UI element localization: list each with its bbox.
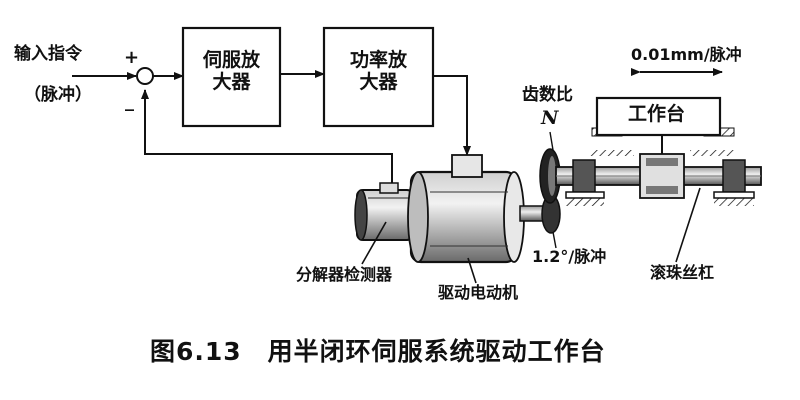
gear-ratio-leader (549, 131, 554, 151)
power-to-motor-line (433, 75, 471, 156)
drive-motor (407, 154, 549, 264)
step-angle-label: 1.2°/脉冲 (532, 247, 607, 266)
motor-label: 驱动电动机 (438, 283, 519, 302)
input-label: 输入指令 (14, 44, 82, 64)
ball-screw-label: 滚珠丝杠 (650, 263, 715, 282)
resolution-label: 0.01mm/脉冲 (631, 45, 742, 64)
summing-junction (136, 67, 154, 85)
servo-amplifier-label: 伺服放 大器 (183, 49, 280, 94)
servo-amplifier-line2: 大器 (212, 70, 251, 93)
plus-sign: + (124, 47, 140, 68)
left-bearing (565, 159, 605, 206)
worktable-label: 工作台 (628, 103, 686, 125)
resolver-leader (361, 221, 387, 265)
power-amplifier-label: 功率放 大器 (324, 49, 433, 94)
servo-amplifier-line1: 伺服放 (202, 49, 260, 71)
input-unit-label: （脉冲） (24, 85, 92, 105)
gear-ratio-label: 齿数比 (522, 85, 573, 105)
power-amplifier-line1: 功率放 (349, 49, 407, 71)
step-angle-leader (552, 231, 557, 249)
power-amplifier-line2: 大器 (359, 70, 398, 93)
figure-caption: 图6.13 用半闭环伺服系统驱动工作台 (150, 337, 606, 366)
ball-screw-leader (675, 187, 701, 263)
resolver-label: 分解器检测器 (296, 265, 393, 284)
ball-nut (639, 135, 685, 199)
feedback-line (141, 89, 393, 186)
worktable-box (595, 96, 722, 137)
right-bearing (713, 159, 755, 206)
minus-sign: _ (125, 91, 134, 112)
resolver-device (354, 182, 414, 241)
motor-leader (467, 257, 477, 284)
gear-ratio-symbol: N (541, 107, 559, 129)
servo-amplifier-box (181, 26, 282, 128)
